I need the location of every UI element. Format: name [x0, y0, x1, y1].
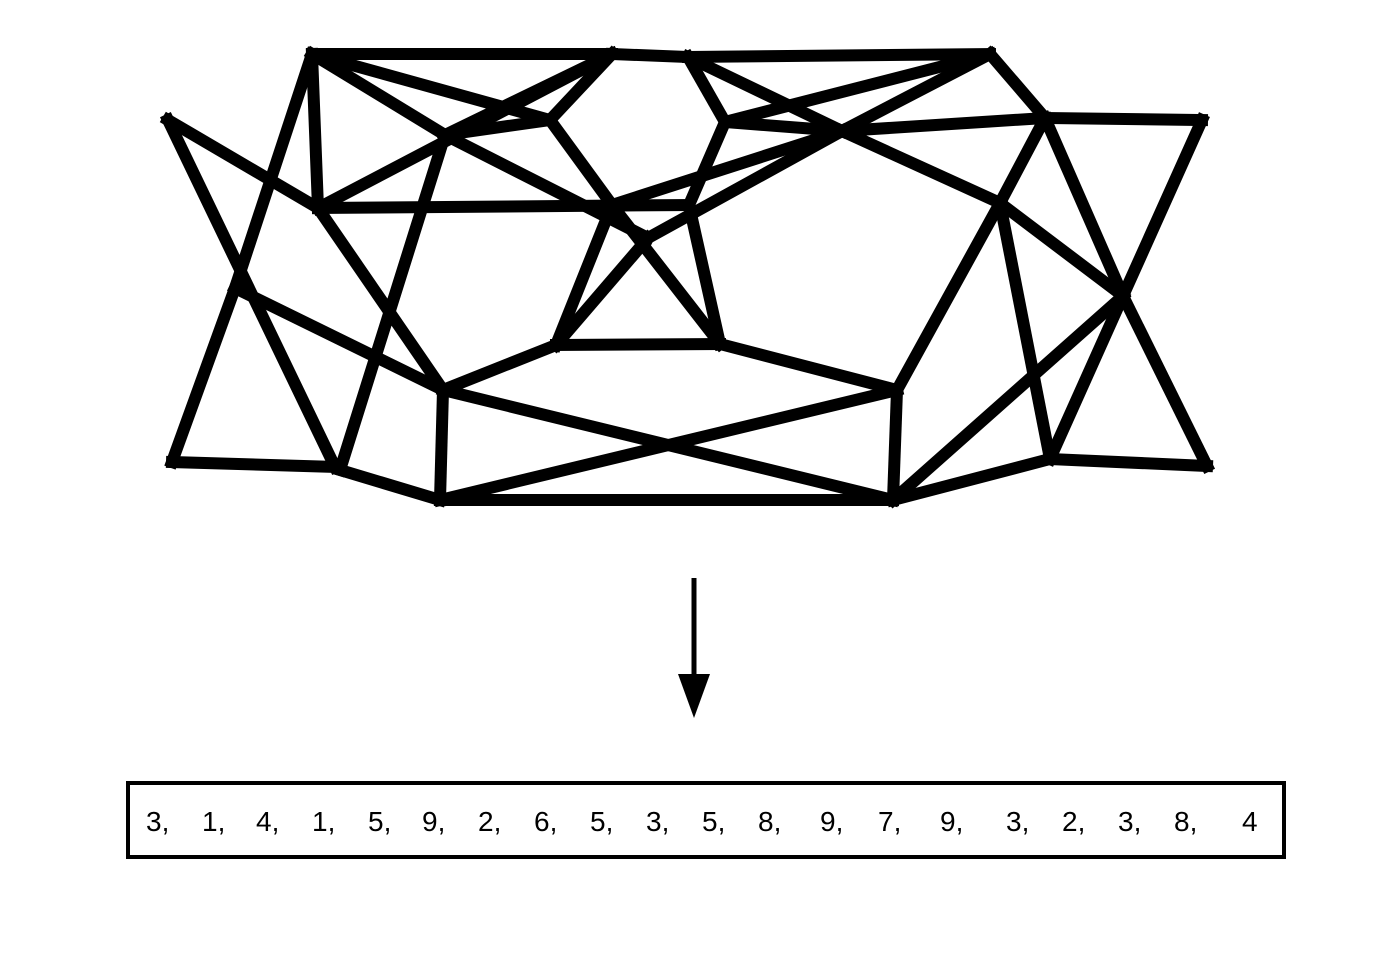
sequence-item: 5, [590, 806, 614, 837]
graph-edge [888, 194, 1009, 399]
graph-edge [992, 195, 1058, 467]
graph-edge [1038, 111, 1209, 127]
graph-edge [885, 451, 1058, 508]
graph-edge [227, 46, 320, 296]
graph-edge [679, 48, 851, 140]
sequence-item: 9, [820, 806, 844, 837]
graph-edge [991, 109, 1054, 212]
sequence-item: 7, [878, 806, 902, 837]
sequence-item: 1, [202, 806, 226, 837]
graph-edge [834, 123, 1008, 211]
sequence-item: 6, [534, 806, 558, 837]
graph-edge [1114, 287, 1216, 475]
graph-edge [718, 115, 849, 138]
sequence-item: 3, [146, 806, 170, 837]
graph-edge [165, 455, 342, 474]
graph-edge [717, 46, 998, 130]
graph-edge [1115, 112, 1210, 304]
graph-edge [548, 197, 620, 353]
graph-edge [311, 198, 696, 215]
graph-edge [833, 45, 999, 140]
graph-edges [159, 45, 1216, 509]
graph-edge [1043, 452, 1214, 473]
sequence-item: 4 [1242, 806, 1258, 837]
graph-edge [309, 199, 452, 399]
graph-edge [303, 45, 454, 144]
graph-edge [681, 197, 728, 352]
sequence-item: 3, [1006, 806, 1030, 837]
graph-edge [332, 127, 453, 478]
sequence-item: 8, [758, 806, 782, 837]
sequence-item: 3, [646, 806, 670, 837]
graph-edge [712, 336, 905, 398]
sequence-item: 1, [312, 806, 336, 837]
graph-edge [681, 114, 733, 213]
sequence-item: 2, [1062, 806, 1086, 837]
graph-edge [1037, 110, 1131, 304]
graph-edge [541, 111, 621, 214]
graph-edge [436, 126, 657, 247]
graph-edge [305, 47, 325, 215]
graph-edge [159, 111, 327, 217]
graph-edge [639, 122, 851, 247]
graph-edge [549, 337, 727, 352]
graph-edge [679, 48, 734, 131]
graph-edge [432, 382, 905, 508]
graph-edge [547, 229, 657, 354]
arrow-head [678, 674, 710, 718]
graph-edge [886, 383, 904, 507]
graph-edge [435, 337, 564, 398]
sequence-item: 9, [422, 806, 446, 837]
graph-edge [1042, 288, 1131, 467]
graph-edge [681, 47, 997, 64]
graph-edge [433, 383, 450, 507]
sequence-item: 2, [478, 806, 502, 837]
sequence-item: 4, [256, 806, 280, 837]
graph-edge [605, 47, 695, 64]
sequence-item: 9, [940, 806, 964, 837]
sequence-item: 3, [1118, 806, 1142, 837]
graph-edge [304, 46, 558, 128]
graph-edge [884, 287, 1132, 509]
sequence-item: 5, [368, 806, 392, 837]
sequence-box: 3, 1, 4, 1, 5, 9, 2, 6, 5, 3, 5, 8, 9, 7, 9, 3, 2, 3, 8, 4 [126, 781, 1286, 859]
graph-edge [981, 45, 1054, 127]
graph-edge [164, 280, 243, 470]
graph-edge [332, 462, 448, 508]
graph-edge [438, 113, 557, 142]
sequence-item: 5, [702, 806, 726, 837]
sequence-item: 8, [1174, 806, 1198, 837]
graph-edge [991, 194, 1132, 305]
graph-edge [835, 111, 1052, 138]
graph-edge [226, 279, 452, 399]
down-arrow [678, 578, 710, 718]
graph-edge [604, 123, 850, 213]
